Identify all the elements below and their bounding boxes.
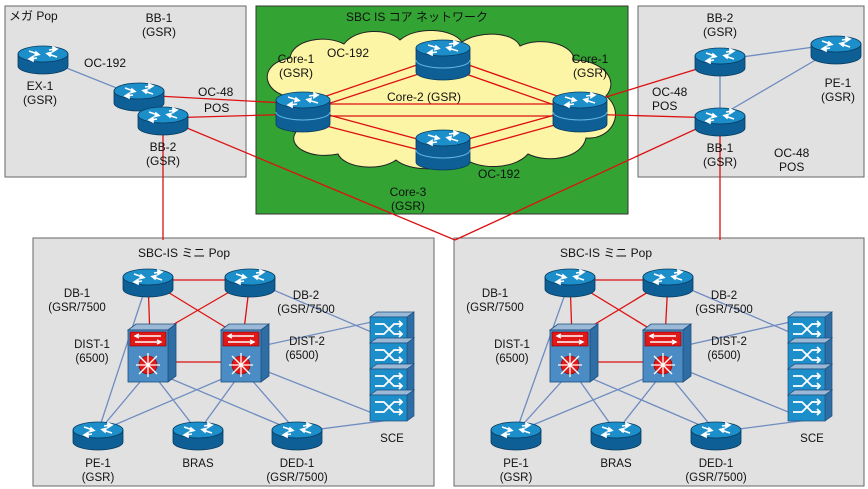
left-dist1-switch-icon[interactable] xyxy=(127,323,177,383)
oc192-mega-label: OC-192 xyxy=(84,56,126,70)
left-pe1-label-1: PE-1 xyxy=(85,458,111,470)
bb1-router-icon[interactable] xyxy=(113,82,165,112)
ex1-label-2: (GSR) xyxy=(23,93,57,107)
oc48-right-b-label-2: POS xyxy=(779,160,804,174)
right-pe1-mini-router-icon[interactable] xyxy=(490,421,542,451)
left-pe1-router-icon[interactable] xyxy=(72,421,124,451)
left-db2-router-icon[interactable] xyxy=(224,268,276,298)
right-bb1-label-2: (GSR) xyxy=(703,155,737,169)
mini-pop-right-title: SBC-IS ミニ Pop xyxy=(560,246,652,260)
left-dist2-switch-icon[interactable] xyxy=(220,323,270,383)
mega-pop-title: メガ Pop xyxy=(9,9,58,23)
right-dist1-label-1: DIST-1 xyxy=(494,339,530,351)
left-dist2-label-1: DIST-2 xyxy=(289,336,325,348)
right-db2-label-1: DB-2 xyxy=(711,290,737,302)
left-db1-router-icon[interactable] xyxy=(122,268,174,298)
oc48-left-label-1: OC-48 xyxy=(198,85,234,99)
right-db2-label-2: (GSR/7500 xyxy=(695,304,753,316)
right-bras-router-icon[interactable] xyxy=(590,421,642,451)
ex1-label-1: EX-1 xyxy=(27,79,54,93)
right-pop-panel xyxy=(637,5,865,178)
core3-router-icon[interactable] xyxy=(415,129,471,171)
right-pe1-label-1: PE-1 xyxy=(825,76,852,90)
core1-right-router-icon[interactable] xyxy=(552,91,608,133)
left-db2-label-2: (GSR/7500 xyxy=(277,304,335,316)
right-dist1-switch-icon[interactable] xyxy=(549,323,599,383)
left-dist1-label-2: (6500) xyxy=(75,353,108,365)
left-bras-router-icon[interactable] xyxy=(172,421,224,451)
core3-label-1: Core-3 xyxy=(390,185,427,199)
right-db1-label-2: (GSR/7500 xyxy=(466,302,524,314)
core-network-title: SBC IS コア ネットワーク xyxy=(346,10,488,24)
mega-bb1-label-2: (GSR) xyxy=(142,25,176,39)
oc192-core-bottom-label: OC-192 xyxy=(478,167,520,181)
oc48-right-b-label-1: OC-48 xyxy=(774,146,810,160)
left-db2-label-1: DB-2 xyxy=(293,290,319,302)
right-dist2-switch-icon[interactable] xyxy=(642,323,692,383)
left-db1-label-1: DB-1 xyxy=(64,288,90,300)
core2-router-icon[interactable] xyxy=(415,39,471,81)
left-sce-icon[interactable] xyxy=(369,311,415,422)
core1-right-label-1: Core-1 xyxy=(572,52,609,66)
left-dist1-label-1: DIST-1 xyxy=(74,339,110,351)
mega-bb2-label-1: BB-2 xyxy=(150,140,177,154)
right-bb2-router-icon[interactable] xyxy=(694,47,746,77)
oc192-core-top-label: OC-192 xyxy=(327,46,369,60)
left-ded1-label-2: (GSR/7500) xyxy=(266,472,328,484)
left-dist2-label-2: (6500) xyxy=(285,350,318,362)
oc48-right-a-label-1: OC-48 xyxy=(652,85,688,99)
right-db1-label-1: DB-1 xyxy=(482,288,508,300)
right-pe1-mini-label-1: PE-1 xyxy=(503,458,529,470)
core1-right-label-2: (GSR) xyxy=(573,66,607,80)
right-db2-router-icon[interactable] xyxy=(642,268,694,298)
right-sce-label: SCE xyxy=(800,433,824,445)
mega-bb1-label-1: BB-1 xyxy=(146,11,173,25)
left-sce-label: SCE xyxy=(380,433,404,445)
right-db1-router-icon[interactable] xyxy=(544,268,596,298)
core3-label-2: (GSR) xyxy=(391,199,425,213)
right-bb2-label-2: (GSR) xyxy=(703,25,737,39)
core1-left-label-1: Core-1 xyxy=(278,52,315,66)
left-pe1-label-2: (GSR) xyxy=(82,472,115,484)
oc48-left-label-2: POS xyxy=(204,101,229,115)
left-db1-label-2: (GSR/7500 xyxy=(48,302,106,314)
mega-bb2-label-2: (GSR) xyxy=(146,154,180,168)
core-cloud xyxy=(266,29,616,170)
right-dist1-label-2: (6500) xyxy=(495,353,528,365)
right-bras-label: BRAS xyxy=(600,458,632,470)
right-dist2-label-1: DIST-2 xyxy=(711,336,747,348)
ex1-router-icon[interactable] xyxy=(17,45,69,75)
right-ded1-label-2: (GSR/7500) xyxy=(685,472,747,484)
right-bb2-label-1: BB-2 xyxy=(707,11,734,25)
right-bb1-label-1: BB-1 xyxy=(707,141,734,155)
left-ded1-router-icon[interactable] xyxy=(271,421,323,451)
right-bb1-router-icon[interactable] xyxy=(694,107,746,137)
right-sce-icon[interactable] xyxy=(787,311,833,422)
right-pe1-router-icon[interactable] xyxy=(810,35,862,65)
bb2-router-icon[interactable] xyxy=(137,106,189,136)
mini-pop-left-title: SBC-IS ミニ Pop xyxy=(138,246,230,260)
core1-left-router-icon[interactable] xyxy=(275,91,331,133)
right-ded1-label-1: DED-1 xyxy=(699,458,734,470)
left-bras-label: BRAS xyxy=(182,458,214,470)
right-dist2-label-2: (6500) xyxy=(707,350,740,362)
right-ded1-router-icon[interactable] xyxy=(690,421,742,451)
left-ded1-label-1: DED-1 xyxy=(280,458,315,470)
core2-label: Core-2 (GSR) xyxy=(387,90,461,104)
right-pe1-mini-label-2: (GSR) xyxy=(500,472,533,484)
oc48-right-a-label-2: POS xyxy=(652,99,677,113)
right-pe1-label-2: (GSR) xyxy=(821,90,855,104)
core1-left-label-2: (GSR) xyxy=(279,66,313,80)
